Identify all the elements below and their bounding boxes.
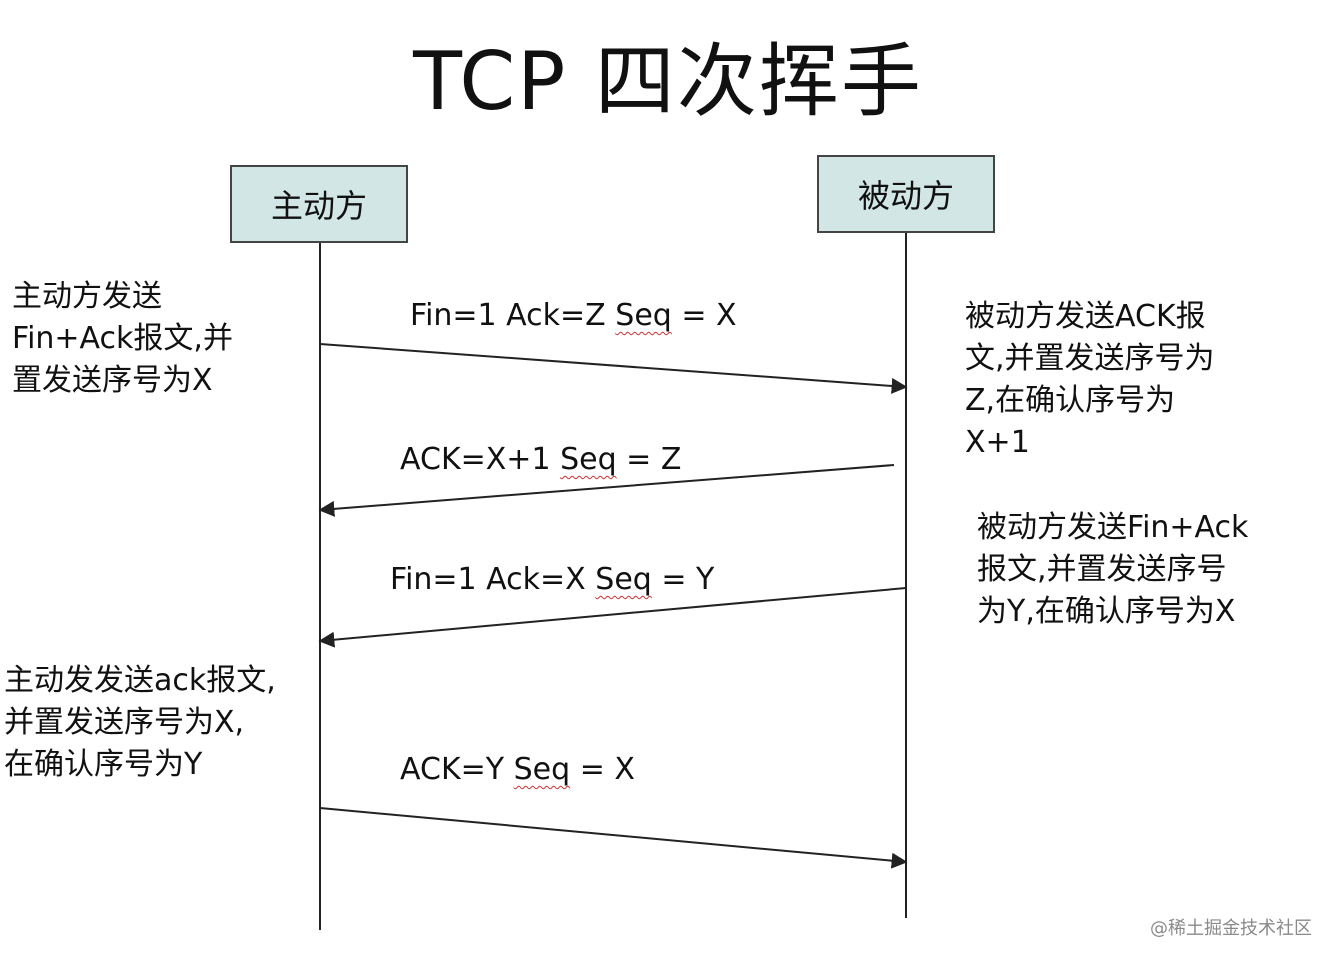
passive-note-2: 被动方发送Fin+Ack 报文,并置发送序号 为Y,在确认序号为X (977, 510, 1249, 629)
message-arrow-3 (318, 587, 907, 648)
passive-party-label: 被动方 (857, 177, 954, 215)
seq-word: Seq (560, 442, 617, 477)
page-title: TCP 四次挥手 (413, 35, 923, 128)
active-note-2: 主动发发送ack报文, 并置发送序号为X, 在确认序号为Y (4, 663, 276, 782)
active-note-1: 主动方发送 Fin+Ack报文,并 置发送序号为X (12, 279, 233, 398)
seq-word: Seq (615, 298, 672, 333)
passive-party-box: 被动方 (817, 155, 995, 233)
message-label-2: ACK=X+1 Seq = Z (400, 442, 682, 477)
seq-word: Seq (595, 562, 652, 597)
message-label-3: Fin=1 Ack=X Seq = Y (390, 562, 715, 597)
message-label-4: ACK=Y Seq = X (400, 752, 635, 787)
passive-note-1: 被动方发送ACK报 文,并置发送序号为 Z,在确认序号为 X+1 (965, 299, 1215, 460)
message-arrow-1 (319, 343, 908, 394)
seq-word: Seq (513, 752, 571, 787)
message-label-1: Fin=1 Ack=Z Seq = X (410, 298, 737, 333)
message-arrow-4 (319, 807, 908, 869)
watermark: @稀土掘金技术社区 (1150, 918, 1312, 939)
active-party-label: 主动方 (270, 187, 367, 225)
message-arrow-2 (318, 464, 895, 517)
active-party-box: 主动方 (230, 165, 408, 243)
